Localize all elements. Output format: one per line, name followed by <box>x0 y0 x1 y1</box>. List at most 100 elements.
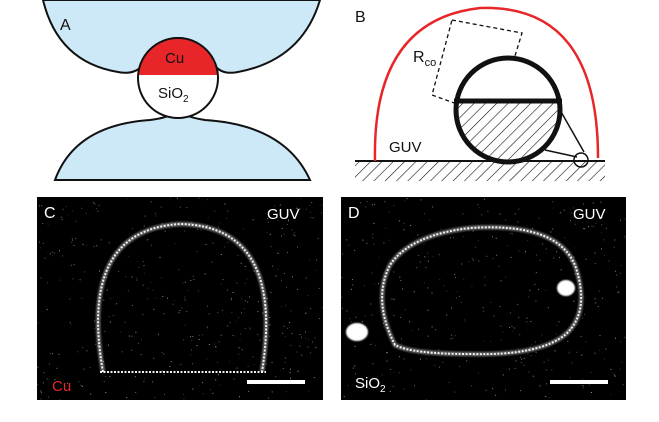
noise-speck <box>535 300 537 302</box>
noise-speck <box>318 318 320 319</box>
noise-speck <box>451 307 452 309</box>
noise-speck <box>372 363 374 365</box>
noise-speck <box>54 379 56 381</box>
noise-speck <box>390 369 392 370</box>
noise-speck <box>143 225 145 227</box>
noise-speck <box>294 235 296 237</box>
noise-speck <box>383 326 385 328</box>
noise-speck <box>163 313 165 315</box>
noise-speck <box>143 265 145 267</box>
noise-speck <box>518 316 520 318</box>
noise-speck <box>291 332 293 334</box>
noise-speck <box>305 337 307 339</box>
noise-speck <box>502 331 504 333</box>
noise-speck <box>93 246 95 248</box>
noise-speck <box>231 312 233 314</box>
noise-speck <box>224 246 226 248</box>
noise-speck <box>37 322 39 324</box>
noise-speck <box>510 312 512 314</box>
noise-speck <box>184 296 186 298</box>
noise-speck <box>189 354 191 356</box>
noise-speck <box>455 277 456 278</box>
noise-speck <box>498 265 500 267</box>
noise-speck <box>492 236 493 238</box>
noise-speck <box>82 347 84 348</box>
noise-speck <box>431 292 433 294</box>
panel-c-label: C <box>44 205 56 222</box>
noise-speck <box>551 369 553 371</box>
noise-speck <box>526 321 528 323</box>
noise-speck <box>393 271 395 273</box>
noise-speck <box>439 366 441 368</box>
noise-speck <box>404 309 406 311</box>
noise-speck <box>424 213 425 215</box>
noise-speck <box>93 203 95 204</box>
noise-speck <box>136 277 138 279</box>
noise-speck <box>383 323 384 324</box>
noise-speck <box>419 261 421 263</box>
noise-speck <box>140 354 142 356</box>
noise-speck <box>241 349 243 351</box>
noise-speck <box>500 325 502 327</box>
noise-speck <box>374 204 375 205</box>
noise-speck <box>403 222 405 224</box>
noise-speck <box>545 252 547 254</box>
noise-speck <box>588 226 589 228</box>
noise-speck <box>464 321 466 323</box>
noise-speck <box>252 219 254 221</box>
noise-speck <box>215 379 217 381</box>
noise-speck <box>162 295 164 297</box>
noise-speck <box>173 300 175 302</box>
noise-speck <box>229 322 231 323</box>
noise-speck <box>309 204 311 206</box>
noise-speck <box>403 229 405 231</box>
noise-speck <box>624 336 626 338</box>
noise-speck <box>73 244 75 246</box>
noise-speck <box>72 278 74 280</box>
noise-speck <box>472 230 474 232</box>
noise-speck <box>573 207 575 209</box>
noise-speck <box>543 361 545 363</box>
noise-speck <box>211 261 213 263</box>
noise-speck <box>483 340 485 342</box>
noise-speck <box>138 267 140 268</box>
noise-speck <box>560 212 562 214</box>
noise-speck <box>451 334 453 336</box>
noise-speck <box>248 390 250 392</box>
noise-speck <box>71 210 73 212</box>
noise-speck <box>284 273 286 274</box>
noise-speck <box>187 289 189 291</box>
noise-speck <box>618 290 620 292</box>
noise-speck <box>510 232 512 234</box>
noise-speck <box>297 246 298 248</box>
noise-speck <box>120 331 122 333</box>
noise-speck <box>423 243 425 245</box>
noise-speck <box>563 209 565 211</box>
noise-speck <box>371 314 373 316</box>
noise-speck <box>136 261 138 263</box>
noise-speck <box>163 374 165 375</box>
noise-speck <box>108 242 110 244</box>
noise-speck <box>178 269 180 271</box>
noise-speck <box>439 279 441 281</box>
noise-speck <box>252 356 254 358</box>
noise-speck <box>490 340 492 342</box>
noise-speck <box>106 289 108 291</box>
noise-speck <box>413 291 415 293</box>
noise-speck <box>608 260 610 262</box>
noise-speck <box>499 306 501 308</box>
noise-speck <box>362 321 364 323</box>
noise-speck <box>266 298 268 299</box>
noise-speck <box>590 392 592 393</box>
noise-speck <box>317 238 319 240</box>
noise-speck <box>531 227 533 229</box>
noise-speck <box>92 201 94 203</box>
noise-speck <box>290 310 292 312</box>
noise-speck <box>198 197 200 199</box>
noise-speck <box>259 339 261 341</box>
noise-speck <box>459 295 461 297</box>
noise-speck <box>269 324 271 326</box>
noise-speck <box>452 337 454 339</box>
noise-speck <box>192 275 194 277</box>
noise-speck <box>268 397 270 399</box>
